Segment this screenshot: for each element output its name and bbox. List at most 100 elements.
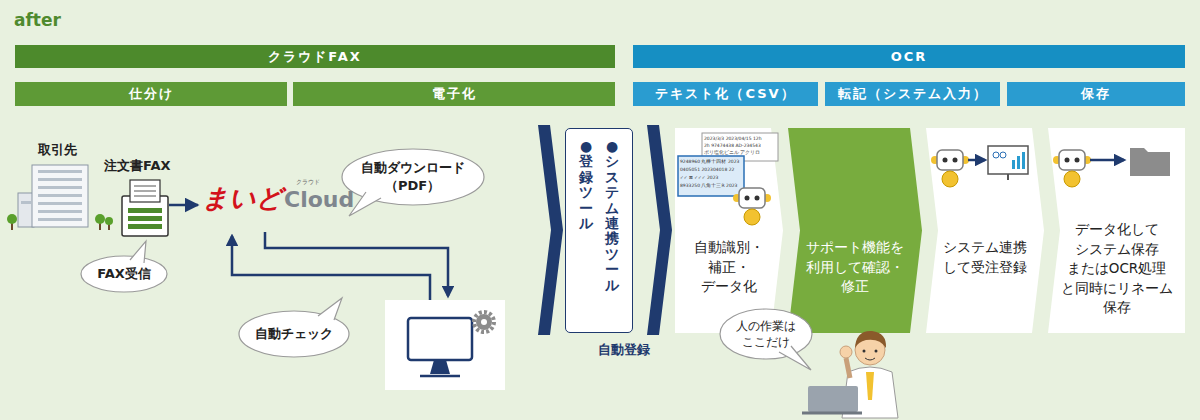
monitor-screen <box>408 318 472 360</box>
text-area: クラウドFAX <box>15 45 615 69</box>
bubble-tail-outline <box>318 298 342 320</box>
text-area: 取引先 <box>18 165 96 227</box>
step-shape <box>1048 128 1185 333</box>
laptop <box>808 386 858 412</box>
monitor-stand <box>430 360 450 374</box>
note-label: 自動登録 <box>598 341 650 359</box>
phase-bar: クラウドFAX <box>15 45 615 69</box>
step-shape <box>926 128 1044 333</box>
node-label: 仕分け <box>129 85 174 103</box>
node-label: Cloud <box>284 187 354 213</box>
tree-trunk <box>11 222 13 230</box>
step-shape <box>788 128 922 333</box>
text-area: テキスト化（CSV） <box>633 82 818 106</box>
chart-mark <box>1000 152 1006 158</box>
step-shape <box>675 128 783 333</box>
person-shirt <box>842 367 898 418</box>
text-area: ●システム連携ツール ●登録ツール <box>566 129 632 332</box>
fax-paper-line <box>134 196 156 197</box>
speech-bubble-outline <box>341 148 485 206</box>
slide-tag: after <box>14 10 61 30</box>
fax-panel-row <box>128 208 162 213</box>
text-area: 転記（システム入力） <box>825 82 1000 106</box>
tree-trunk <box>99 222 101 230</box>
monitor-icon <box>385 300 505 390</box>
building-window-row <box>21 201 31 204</box>
speech-bubble: FAX受信 <box>80 255 168 293</box>
document-text: 9248960 丸棒十四材 2023 <box>680 159 739 164</box>
text-area: サポート機能を 利用して確認・ 修正 <box>788 128 922 333</box>
process-step-outline <box>675 128 783 333</box>
text-area: まいど クラウド Cloud <box>200 175 352 230</box>
document-text: 8933250 八角十三R 2023 <box>680 183 737 188</box>
text-area: 電子化 <box>293 82 615 106</box>
node-label: まいど <box>202 183 283 214</box>
chart-bar <box>1017 156 1020 169</box>
node-label: クラウドFAX <box>268 48 361 66</box>
text-area: OCR <box>633 45 1185 69</box>
chart-monitor <box>988 146 1028 180</box>
bubble-tail-outline <box>779 346 811 370</box>
text-area: 自動ダウンロード （PDF） <box>341 148 485 206</box>
monitor-panel <box>385 300 505 390</box>
text-area: FAX受信 <box>80 255 168 293</box>
fax-paper-line <box>134 191 156 192</box>
node-label: ●システム連携ツール <box>605 139 619 293</box>
building-window-row <box>38 170 82 173</box>
flow-arrow <box>968 159 985 162</box>
bubble-body <box>720 309 812 359</box>
node-label: 自動識別・ 補正・ データ化 <box>689 238 769 297</box>
bubble-tail <box>318 298 342 320</box>
building-window-row <box>38 178 82 181</box>
step-bar: 保存 <box>1007 82 1185 106</box>
person-illustration <box>802 331 898 418</box>
node-label: 保存 <box>1081 85 1111 103</box>
building-body <box>32 165 88 227</box>
process-step-outline <box>926 128 1044 333</box>
node-label: ●登録ツール <box>579 139 593 231</box>
node-label: 注文書FAX <box>104 157 170 175</box>
tool-box: ●システム連携ツール ●登録ツール <box>565 128 633 333</box>
text-area: 保存 <box>1007 82 1185 106</box>
text-area: 自動チェック <box>238 310 350 358</box>
bubble-tail <box>349 192 381 216</box>
process-step: システム連携 して受注登録 <box>926 128 1044 333</box>
building-window-row <box>38 194 82 197</box>
fax-panel-row <box>128 224 162 229</box>
process-chevron <box>538 125 563 335</box>
text-area: データ化して システム保存 またはOCR処理 と同時にリネーム 保存 <box>1048 128 1185 333</box>
bubble-tail-outline <box>349 192 381 216</box>
document-text: 2023/3/3 2023/04/15 12h <box>704 136 762 141</box>
tree <box>95 214 105 224</box>
person-eye <box>875 350 878 353</box>
building-icon-outline <box>18 165 96 227</box>
text-area: 仕分け <box>15 82 287 106</box>
gear-hole <box>481 319 487 325</box>
step-bar: 仕分け <box>15 82 287 106</box>
document-card <box>702 133 778 161</box>
node-label: 電子化 <box>432 85 477 103</box>
speech-bubble: 人の作業は ここだけ <box>719 308 813 360</box>
building-window-row <box>38 218 82 221</box>
step-bar: 転記（システム入力） <box>825 82 1000 106</box>
document-text: ✓✓ ⊠ ✓✓✓ 2023 <box>680 175 718 180</box>
text-area: 人の作業は ここだけ <box>719 308 813 360</box>
phase-bar: OCR <box>633 45 1185 69</box>
process-step-outline <box>788 128 922 333</box>
process-chevron <box>647 125 672 335</box>
document-text: 2h 97474438 AD-234543 <box>704 143 761 148</box>
laptop-base <box>802 412 862 415</box>
process-step: データ化して システム保存 またはOCR処理 と同時にリネーム 保存 <box>1048 128 1185 333</box>
node-label: クラウド <box>296 179 320 185</box>
node-label: 人の作業は ここだけ <box>731 318 801 350</box>
chart-screen <box>988 146 1028 174</box>
fax-paper-line <box>134 186 156 187</box>
speech-bubble: 自動ダウンロード （PDF） <box>341 148 485 206</box>
node-label: サポート機能を 利用して確認・ 修正 <box>805 238 905 297</box>
chart-stand <box>1007 174 1009 180</box>
speech-bubble: 自動チェック <box>238 310 350 358</box>
person-arm <box>846 358 850 378</box>
service-logo: まいど クラウド Cloud <box>200 175 352 230</box>
gear-teeth <box>474 312 494 332</box>
